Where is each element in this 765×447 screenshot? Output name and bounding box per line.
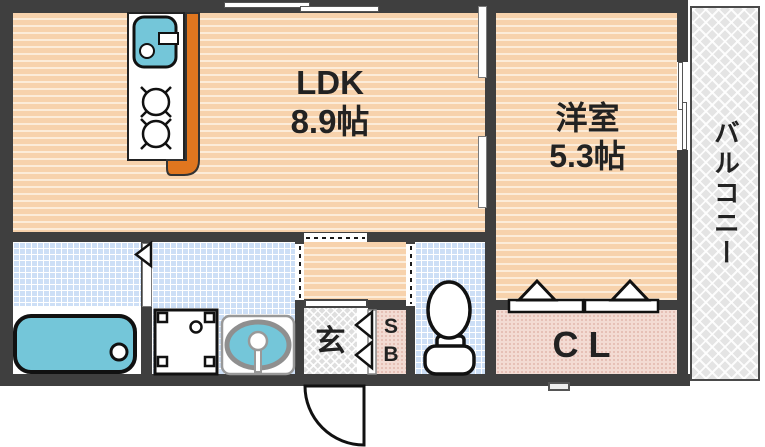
ldk-label: LDK 8.9帖	[250, 64, 410, 142]
balcony-floor: バルコニー	[690, 6, 760, 381]
western-room-size: 5.3帖	[549, 137, 626, 174]
entrance-step	[304, 299, 368, 308]
bathtub-area	[13, 306, 141, 374]
toilet-room-tile	[415, 242, 485, 374]
entrance-genkan-floor	[304, 308, 357, 374]
bathroom-tile	[13, 242, 141, 306]
closet-label: CL	[552, 324, 621, 365]
entrance-label: 玄	[315, 325, 346, 358]
wall-kitchen-stub	[180, 13, 188, 75]
wall-bathroom	[141, 242, 152, 374]
ldk-size: 8.9帖	[290, 102, 370, 140]
western-room-name: 洋室	[555, 100, 620, 136]
window-balcony-sash-1	[678, 62, 683, 110]
balcony-label: バルコニー	[710, 118, 741, 269]
wall-partition	[485, 0, 496, 386]
wall-closet-top	[496, 300, 677, 310]
shoebox-floor	[376, 310, 406, 374]
wall-shoebox-top	[368, 300, 406, 310]
western-room-label: 洋室 5.3帖	[505, 100, 670, 176]
shoebox-line2: B	[383, 343, 399, 367]
bathroom-door-track	[142, 243, 152, 307]
closet-floor	[496, 310, 677, 374]
wall-washroom-corridor	[295, 242, 304, 374]
window-balcony-sash-2	[682, 102, 687, 150]
sliding-door-panel-1	[478, 6, 487, 78]
wall-right-upper	[677, 0, 688, 62]
ldk-name: LDK	[296, 64, 364, 101]
shoebox-line1: S	[383, 315, 398, 338]
shoebox-door-area	[357, 308, 376, 374]
window-top	[224, 2, 379, 12]
window-top-sash-2	[300, 6, 379, 12]
window-balcony	[678, 62, 688, 150]
wall-ldk-bottom	[13, 232, 486, 242]
opening-ldk-corridor	[304, 233, 367, 242]
window-top-sash-1	[224, 2, 310, 8]
room-western-floor	[496, 13, 677, 300]
room-ldk-floor	[13, 13, 485, 232]
corridor-floor	[304, 242, 406, 300]
opening-washroom	[295, 244, 304, 300]
opening-toilet	[406, 244, 415, 306]
washroom-tile	[152, 242, 295, 374]
wall-bottom	[0, 374, 690, 386]
wall-corridor-toilet	[406, 242, 415, 374]
wall-right-lower	[677, 150, 688, 386]
sliding-door-panel-2	[478, 136, 487, 208]
shoebox-label: S B	[376, 313, 406, 370]
entrance-door-icon	[303, 384, 366, 447]
wall-left	[0, 0, 13, 386]
